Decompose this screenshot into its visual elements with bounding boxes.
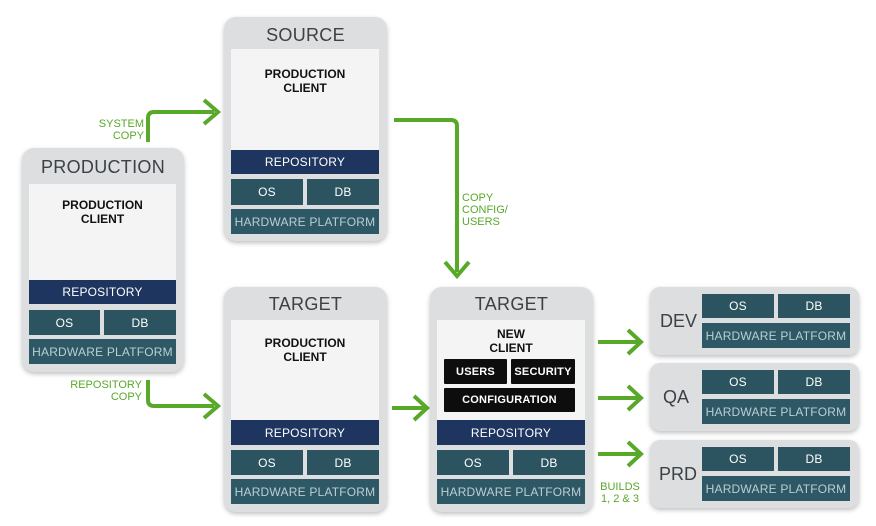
env-dev-card: DEV OS DB HARDWARE PLATFORM	[650, 287, 859, 355]
target-right-db: DB	[513, 450, 585, 475]
env-dev-label: DEV	[660, 311, 698, 331]
repository-copy-arrowhead	[202, 392, 222, 420]
target-left-os: OS	[231, 450, 303, 475]
target-left-title: TARGET	[268, 294, 343, 314]
target-right-card: TARGET NEW CLIENT USERS SECURITY CONFIGU…	[430, 287, 593, 512]
target-right-hardware-platform: HARDWARE PLATFORM	[437, 479, 585, 504]
source-title: SOURCE	[266, 25, 345, 45]
env-prd-label: PRD	[659, 464, 698, 484]
production-title: PRODUCTION	[41, 157, 165, 177]
repository-copy-arrow	[146, 380, 214, 408]
env-prd-card: PRD OS DB HARDWARE PLATFORM	[650, 440, 859, 508]
env-prd-os: OS	[702, 447, 774, 471]
production-os: OS	[29, 310, 100, 335]
source-os: OS	[231, 179, 303, 205]
production-client-label: PRODUCTION CLIENT	[62, 198, 143, 226]
env-dev-hardware-platform: HARDWARE PLATFORM	[702, 323, 850, 348]
env-qa-db: DB	[778, 370, 850, 394]
production-card: PRODUCTION PRODUCTION CLIENT REPOSITORY …	[22, 148, 184, 372]
production-repository: REPOSITORY	[29, 280, 176, 304]
target-left-hardware-platform: HARDWARE PLATFORM	[231, 479, 379, 504]
target-right-configuration: CONFIGURATION	[444, 388, 575, 412]
copy-config-arrowhead	[443, 260, 471, 280]
copy-config-arrow	[394, 118, 459, 272]
to-prd-arrowhead	[626, 440, 644, 468]
target-right-users: USERS	[444, 359, 507, 384]
builds-label: BUILDS 1, 2 & 3	[600, 481, 640, 505]
to-dev-arrowhead	[626, 328, 644, 356]
production-client-panel: PRODUCTION CLIENT	[29, 184, 176, 297]
env-prd-hardware-platform: HARDWARE PLATFORM	[702, 476, 850, 501]
target-right-repository: REPOSITORY	[437, 420, 585, 445]
env-dev-os: OS	[702, 294, 774, 318]
target-right-os: OS	[437, 450, 509, 475]
target-right-client-label: NEW CLIENT	[489, 327, 533, 355]
env-qa-os: OS	[702, 370, 774, 394]
system-copy-label: SYSTEM COPY	[98, 118, 144, 142]
source-client-panel: PRODUCTION CLIENT	[231, 49, 379, 166]
env-qa-label: QA	[663, 387, 690, 407]
env-dev-db: DB	[778, 294, 850, 318]
target-right-security: SECURITY	[511, 359, 575, 384]
env-prd-db: DB	[778, 447, 850, 471]
target-left-client-label: PRODUCTION CLIENT	[264, 336, 346, 364]
source-db: DB	[307, 179, 379, 205]
system-copy-arrowhead	[202, 98, 222, 126]
target-left-card: TARGET PRODUCTION CLIENT REPOSITORY OS D…	[224, 287, 387, 512]
copy-config-users-label: COPY CONFIG/ USERS	[462, 192, 508, 228]
target-left-repository: REPOSITORY	[231, 420, 379, 445]
source-client-label: PRODUCTION CLIENT	[264, 67, 346, 95]
target-right-title: TARGET	[474, 294, 549, 314]
production-db: DB	[104, 310, 176, 335]
repository-copy-label: REPOSITORY COPY	[70, 379, 142, 403]
source-repository: REPOSITORY	[231, 150, 379, 174]
env-qa-card: QA OS DB HARDWARE PLATFORM	[650, 363, 859, 431]
target-to-target-arrowhead	[412, 394, 430, 422]
target-left-db: DB	[307, 450, 379, 475]
source-hardware-platform: HARDWARE PLATFORM	[231, 209, 379, 234]
to-qa-arrowhead	[626, 384, 644, 412]
source-card: SOURCE PRODUCTION CLIENT REPOSITORY OS D…	[224, 17, 387, 241]
production-hardware-platform: HARDWARE PLATFORM	[29, 339, 176, 364]
target-left-client-panel: PRODUCTION CLIENT	[231, 320, 379, 434]
env-qa-hardware-platform: HARDWARE PLATFORM	[702, 399, 850, 424]
system-copy-arrow	[146, 110, 214, 142]
